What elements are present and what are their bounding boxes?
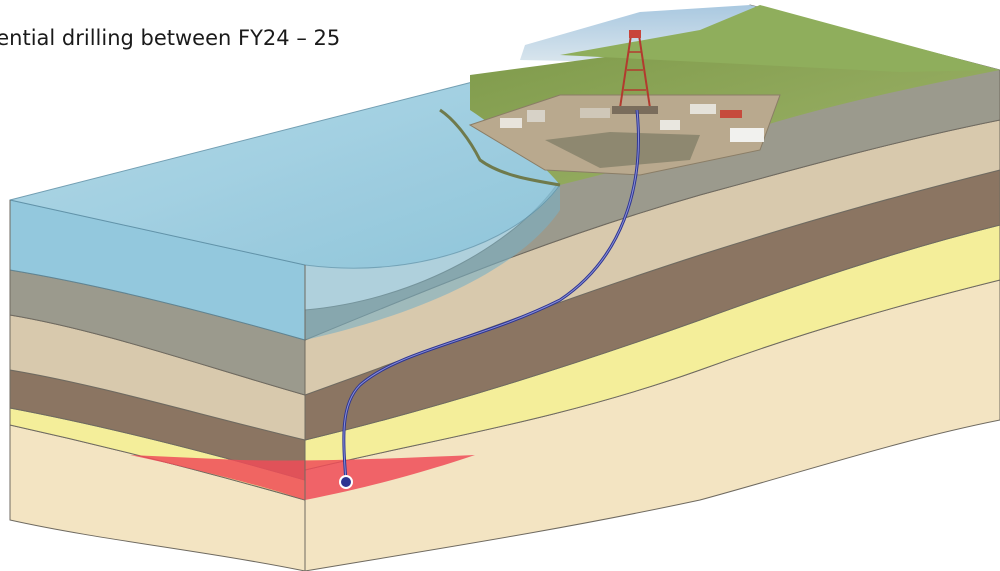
sea-body	[9, 74, 561, 341]
equipment-block	[527, 110, 545, 122]
far-hill-strip	[560, 5, 1000, 72]
reservoir-zone	[130, 455, 475, 500]
well-bottom-marker-icon	[339, 475, 353, 489]
equipment-block	[720, 110, 742, 118]
sea-top-surface	[9, 74, 561, 269]
equipment-block	[690, 104, 716, 114]
equipment-block	[660, 120, 680, 130]
sea-front-face	[9, 199, 306, 341]
site-equipment	[500, 104, 764, 142]
coastline-cliff	[439, 108, 561, 187]
sea-inner-face	[305, 185, 560, 340]
equipment-block	[580, 108, 610, 118]
drilling-rig-icon	[612, 30, 658, 114]
drill-pad-pit	[545, 132, 700, 168]
well-path-highlight	[343, 109, 639, 483]
left-face-strata	[9, 269, 306, 571]
equipment-block	[730, 128, 764, 142]
diagram-caption: tential drilling between FY24 – 25	[0, 26, 341, 50]
block-outline	[9, 200, 306, 571]
rig-floor	[612, 106, 658, 114]
land-surface	[439, 5, 1000, 187]
equipment-block	[500, 118, 522, 128]
rig-crown	[629, 30, 641, 38]
